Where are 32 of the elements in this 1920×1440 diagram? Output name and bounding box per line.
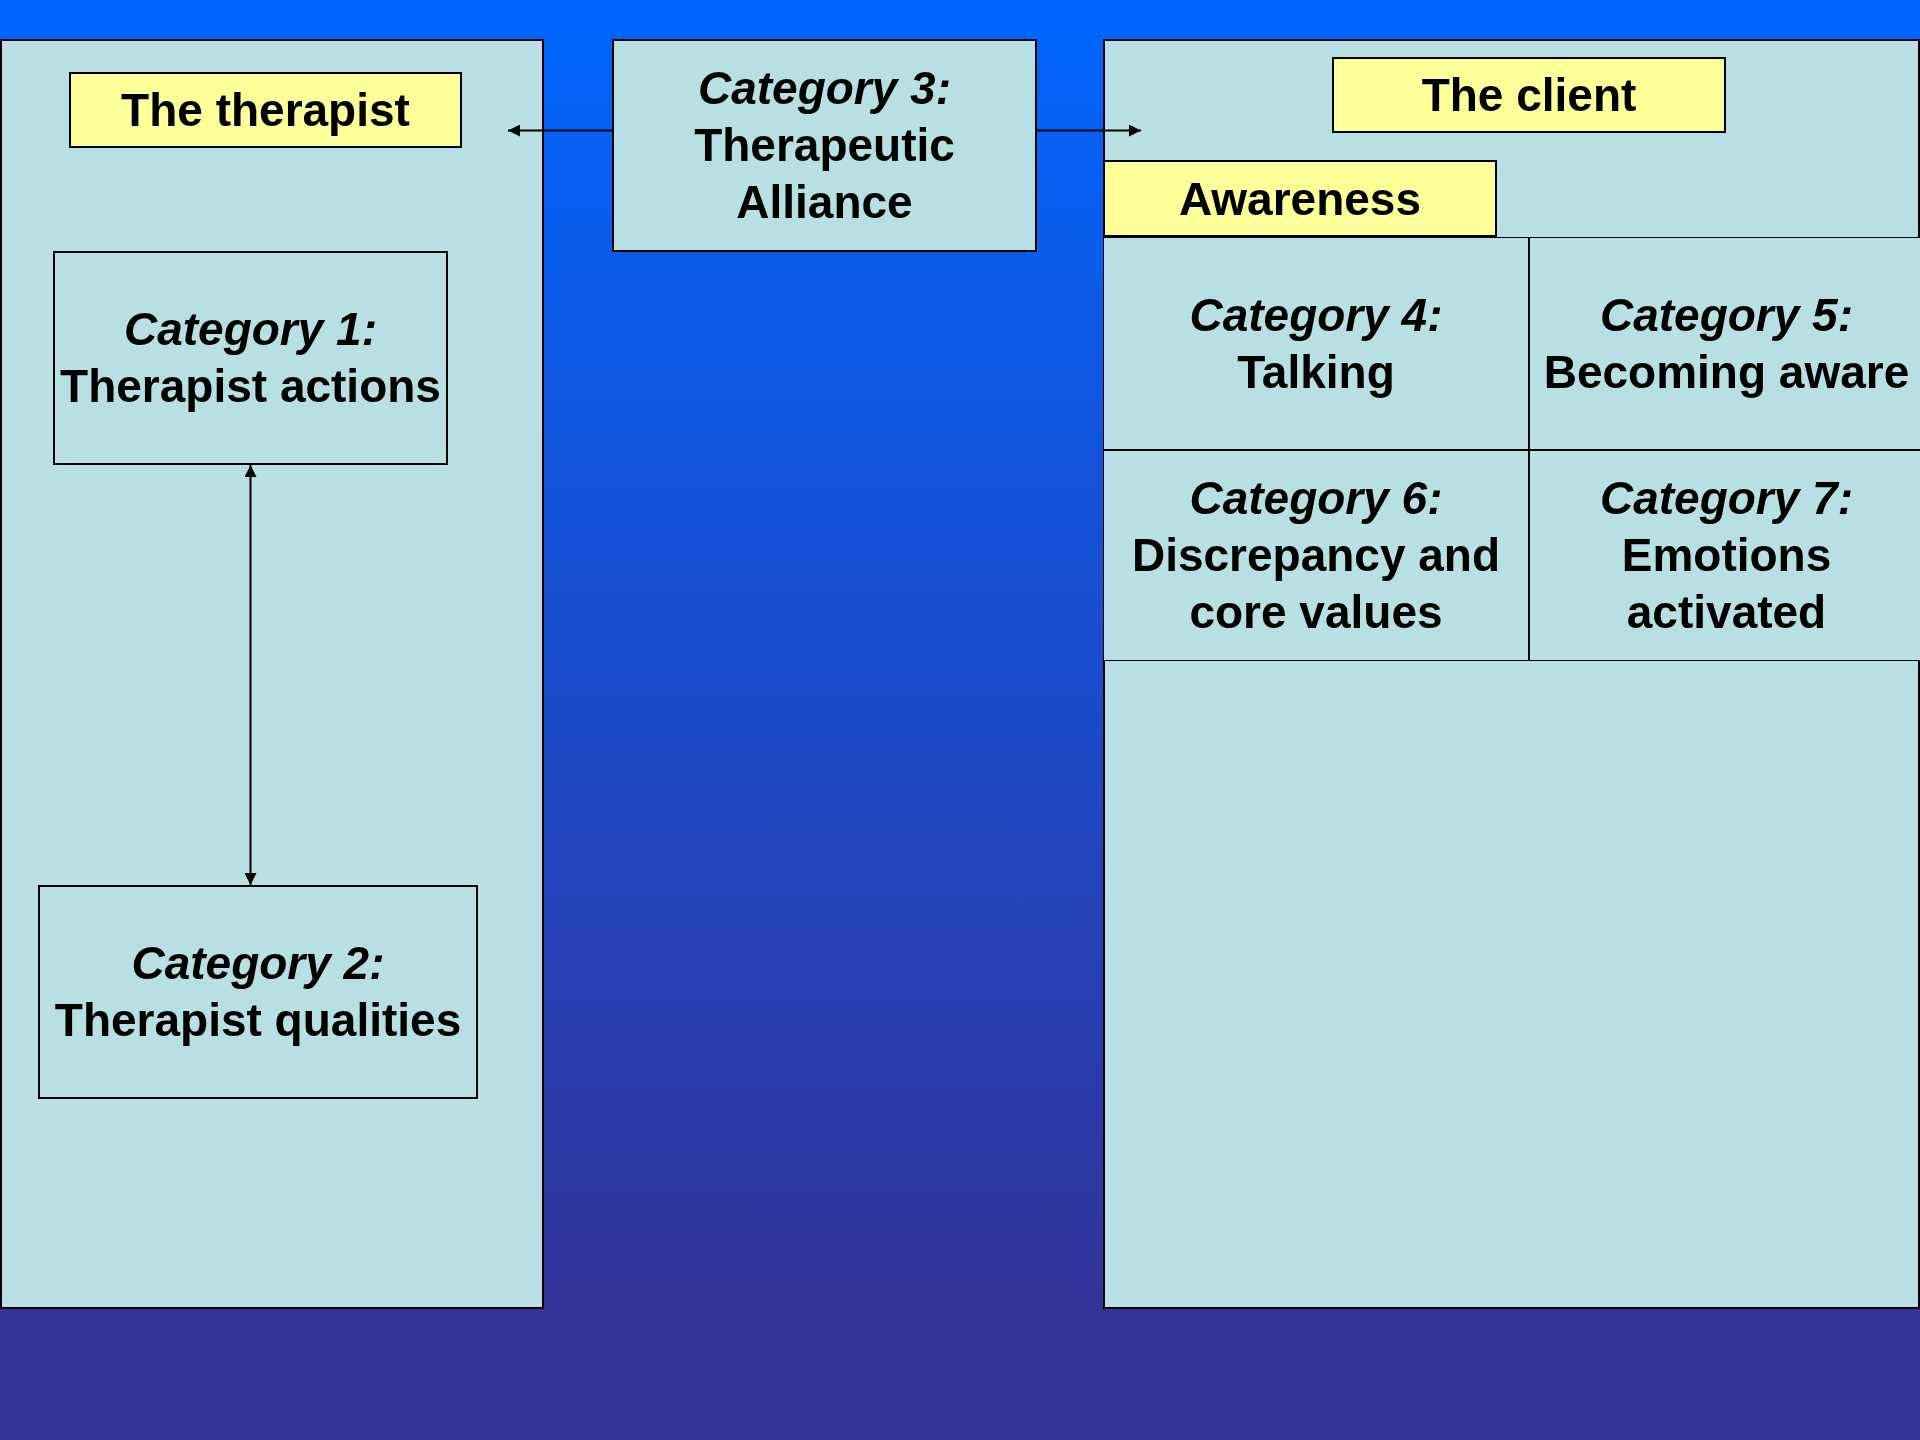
category-title: Therapist actions: [60, 359, 441, 414]
arrow: [1036, 124, 1142, 137]
panel-background: [0, 39, 544, 1309]
category-cell: [1529, 450, 1920, 661]
category-number: Category 3:: [697, 61, 952, 116]
category-number: Category 7:: [1599, 471, 1854, 526]
arrow: [507, 124, 613, 137]
category-cell: [1103, 450, 1529, 661]
heading-text: The therapist: [121, 84, 410, 136]
category-title: Talking: [1237, 344, 1395, 400]
category-title: Therapist qualities: [54, 993, 462, 1048]
category-box: [38, 885, 478, 1099]
heading-label: [1103, 160, 1497, 237]
category-number: Category 1:: [123, 302, 378, 357]
category-box: [612, 39, 1037, 252]
heading-label: [1332, 57, 1726, 133]
category-number: Category 2:: [131, 936, 385, 991]
panel-background: [1103, 39, 1920, 1309]
category-number: Category 5:: [1599, 287, 1854, 343]
category-cell: [1103, 237, 1529, 450]
heading-label: [69, 72, 462, 148]
category-number: Category 6:: [1189, 471, 1443, 526]
heading-text: Awareness: [1178, 172, 1422, 225]
arrow: [244, 464, 257, 886]
category-cell: [1529, 237, 1920, 450]
heading-text: The client: [1421, 69, 1637, 121]
category-title: Emotions activated: [1620, 528, 1833, 640]
category-box: [53, 251, 448, 465]
category-number: Category 4:: [1189, 287, 1443, 343]
category-title: Discrepancy and core values: [1130, 528, 1502, 640]
category-title: Becoming aware: [1543, 344, 1910, 400]
category-title: Therapeutic Alliance: [693, 118, 956, 230]
